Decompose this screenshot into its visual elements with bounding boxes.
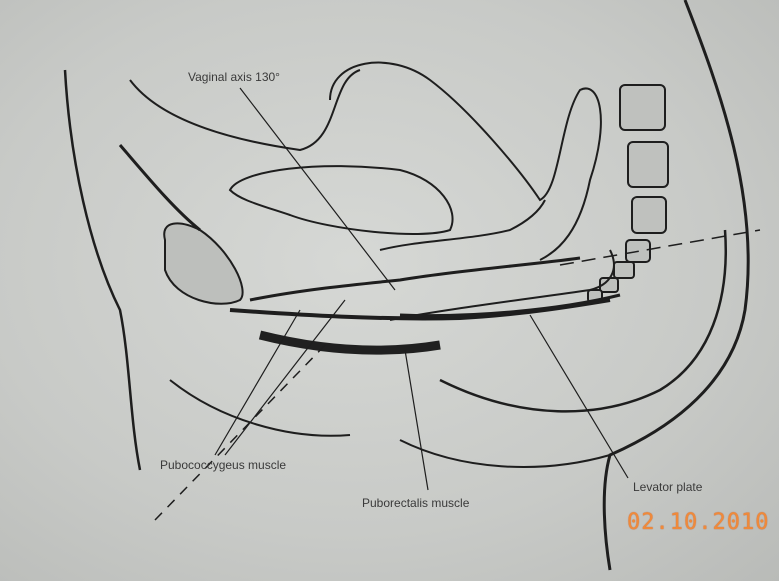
levator-plate [399, 293, 621, 318]
rectum [389, 249, 615, 321]
perineum-curve [169, 379, 351, 437]
label-levator-plate: Levator plate [633, 480, 703, 494]
puborectalis-sling [258, 330, 441, 355]
sigmoid-loop [329, 61, 602, 261]
label-pubococcygeus-muscle: Pubococcygeus muscle [160, 458, 287, 472]
date-stamp: 02.10.2010 [627, 510, 770, 535]
leader-vaginal-axis [239, 87, 396, 291]
vagina [249, 256, 581, 302]
label-puborectalis-muscle: Puborectalis muscle [362, 496, 470, 510]
cervix-region [379, 199, 546, 251]
vaginal-axis-dashed [154, 339, 331, 521]
leader-puborectalis [404, 349, 429, 491]
abdominal-wall [129, 69, 361, 152]
leader-pubococcygeus-2 [224, 299, 346, 456]
vertebrae [587, 84, 669, 303]
leader-pubococcygeus-1 [214, 309, 301, 456]
uterus-loop [228, 165, 454, 235]
pubic-bone [118, 144, 201, 232]
bladder [163, 222, 244, 305]
thigh-curve [399, 439, 611, 468]
body-outline-front [63, 69, 142, 471]
horizontal-axis-dashed [559, 229, 761, 266]
buttock-curve [439, 229, 727, 413]
label-vaginal-axis: Vaginal axis 130° [188, 70, 280, 84]
body-outline-back [602, 0, 750, 571]
leader-levator-plate [529, 314, 629, 479]
